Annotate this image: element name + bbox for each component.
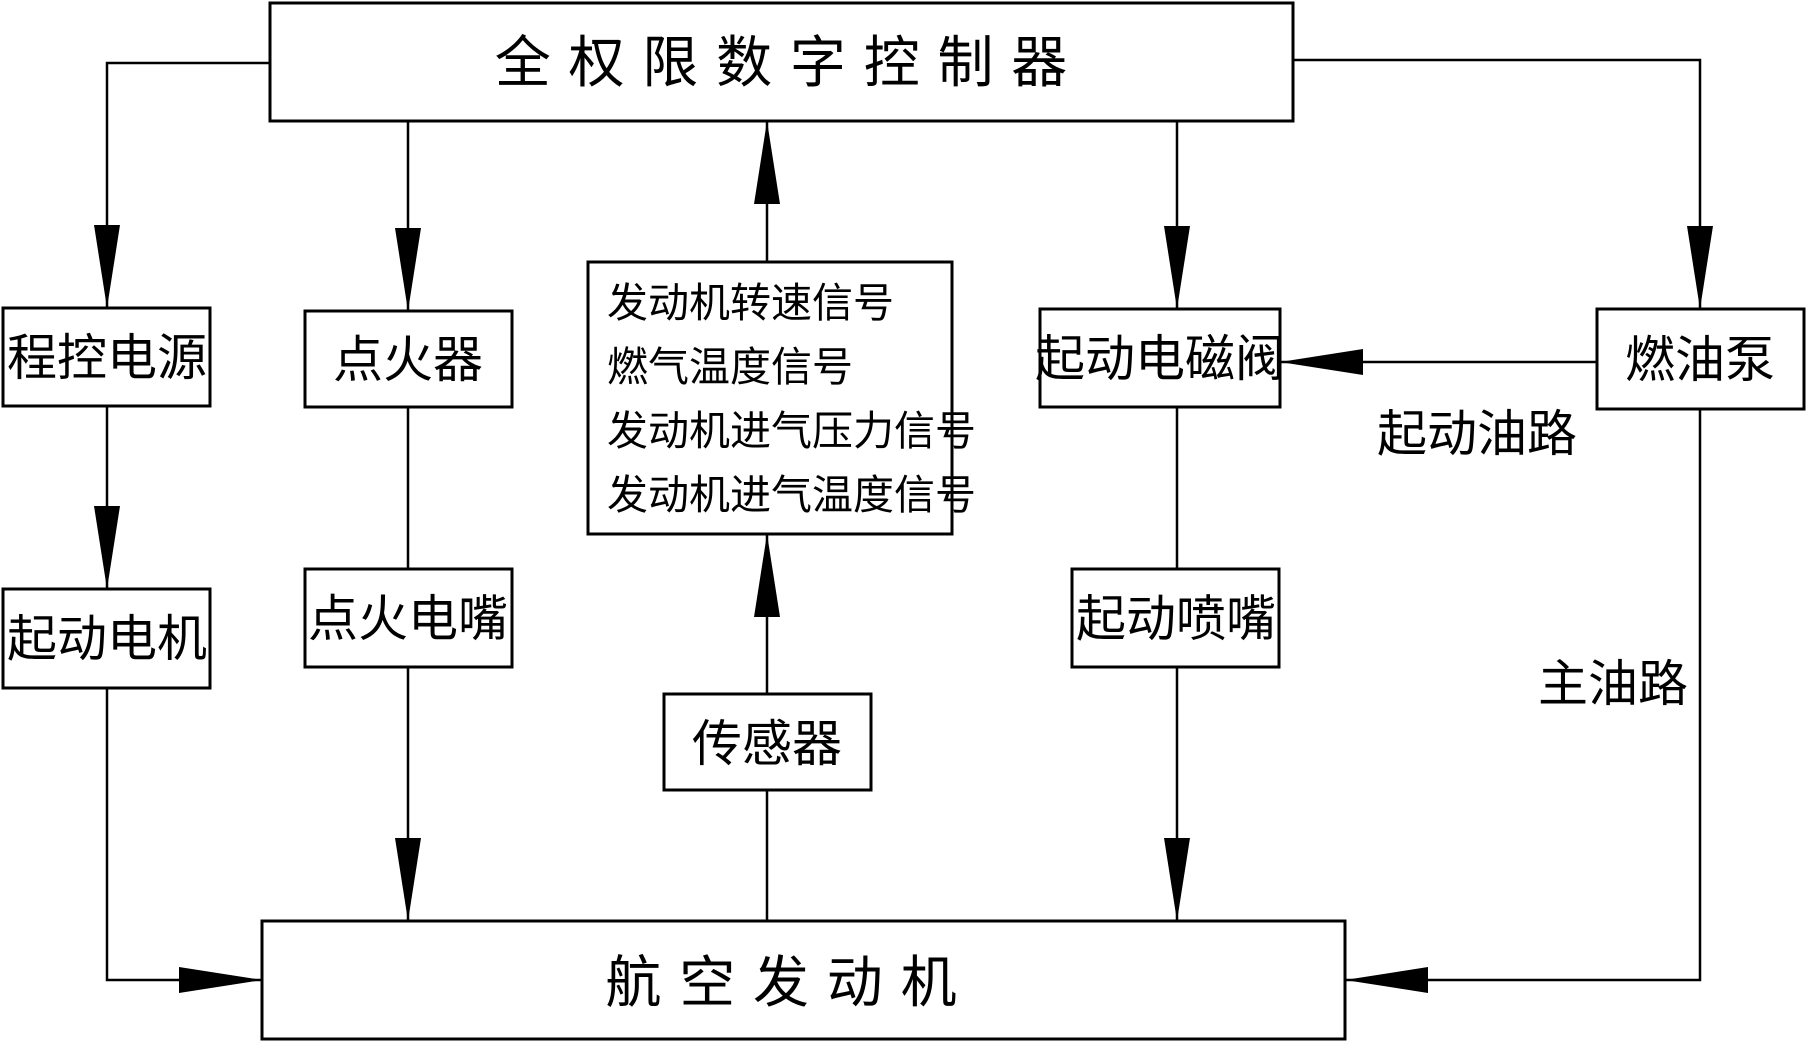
labels: 全 权 限 数 字 控 制 器 程控电源 点火器 发动机转速信号 燃气温度信号 … [7,31,1775,1016]
fuel-pump-box [1595,307,1806,411]
arrowhead-engine-nozzle [1164,838,1190,921]
solenoid-valve-box [1038,307,1282,409]
arrowhead-controller [754,121,780,204]
sensor-box [662,692,873,792]
engine-box [260,919,1347,1041]
arrowhead-solenoid-valve [1164,226,1190,309]
arrowhead-engine-left [179,967,262,993]
starter-motor-box [1,587,212,690]
arrowhead-engine-right [1345,967,1428,993]
arrowheads [94,121,1713,993]
sensor-label: 传感器 [692,715,842,773]
start-nozzle-label: 起动喷嘴 [1076,590,1276,648]
signal-line-1: 发动机转速信号 [607,279,894,327]
igniter-box [303,309,514,409]
signal-line-4: 发动机进气温度信号 [607,471,976,519]
edge-starter-motor-to-engine [105,688,262,982]
start-nozzle-box [1070,567,1281,669]
arrowhead-igniter [395,228,421,311]
edge-controller-to-fuel-pump [1293,58,1702,309]
start-fuel-line-label: 起动油路 [1377,405,1577,463]
arrowhead-power-supply [94,225,120,308]
power-supply-box [1,306,212,408]
edge-fuel-pump-to-engine [1345,409,1702,982]
arrowhead-starter-motor [94,506,120,589]
arrowhead-signals [754,534,780,617]
igniter-label: 点火器 [333,331,483,389]
arrowhead-fuel-pump [1687,226,1713,309]
signal-line-2: 燃气温度信号 [607,343,853,391]
starter-motor-label: 起动电机 [7,610,207,668]
spark-plug-label: 点火电嘴 [308,590,508,648]
signals-box [586,260,954,536]
main-fuel-line-label: 主油路 [1538,655,1688,713]
edge-controller-to-power-supply [105,61,270,308]
spark-plug-box [303,567,514,669]
arrowhead-engine-spark [395,838,421,921]
signal-line-3: 发动机进气压力信号 [607,407,976,455]
solenoid-valve-label: 起动电磁阀 [1035,330,1285,388]
controller-label: 全 权 限 数 字 控 制 器 [495,31,1068,96]
arrowhead-solenoid-from-pump [1280,349,1363,375]
fuel-pump-label: 燃油泵 [1625,331,1775,389]
power-supply-label: 程控电源 [7,329,207,387]
controller-box [268,1,1295,123]
engine-label: 航 空 发 动 机 [605,951,956,1016]
